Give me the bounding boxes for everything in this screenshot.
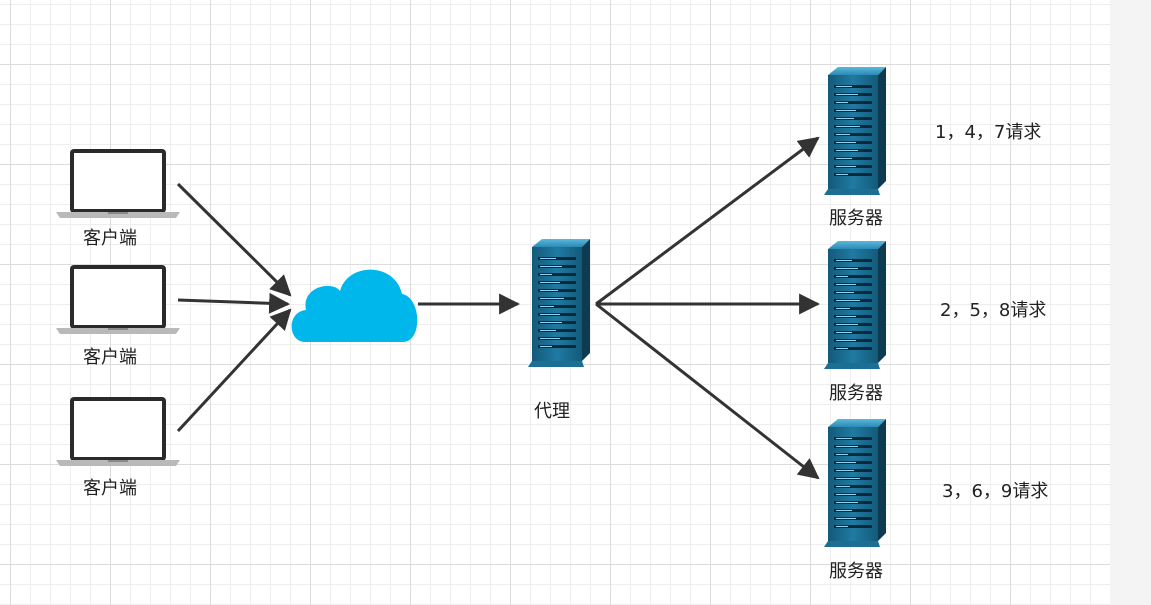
laptop-icon-3[interactable] <box>56 397 180 466</box>
scrollbar-track[interactable] <box>1110 0 1151 605</box>
arrow-client1-to-cloud <box>176 182 292 297</box>
arrow-client2-to-cloud <box>177 292 291 314</box>
server2-requests: 2，5，8请求 <box>940 300 1047 321</box>
server-icon-2[interactable] <box>824 241 886 369</box>
server-label-1: 服务器 <box>829 208 883 229</box>
client-label-2: 客户端 <box>83 347 137 368</box>
server3-requests: 3，6，9请求 <box>942 481 1049 502</box>
proxy-server-icon[interactable] <box>528 239 590 367</box>
client-label-1: 客户端 <box>83 228 137 249</box>
server1-requests: 1，4，7请求 <box>935 122 1042 143</box>
server-label-2: 服务器 <box>829 383 883 404</box>
proxy-label: 代理 <box>534 401 570 422</box>
cloud-icon[interactable] <box>291 269 418 342</box>
laptop-icon-1[interactable] <box>56 149 180 218</box>
server-icon-1[interactable] <box>824 67 886 195</box>
server-icon-3[interactable] <box>824 419 886 547</box>
arrow-proxy-to-server1 <box>595 136 820 306</box>
arrow-client3-to-cloud <box>176 308 292 433</box>
server-label-3: 服务器 <box>829 561 883 582</box>
laptop-icon-2[interactable] <box>56 265 180 334</box>
client-label-3: 客户端 <box>83 478 137 499</box>
arrow-proxy-to-server3 <box>595 302 820 480</box>
